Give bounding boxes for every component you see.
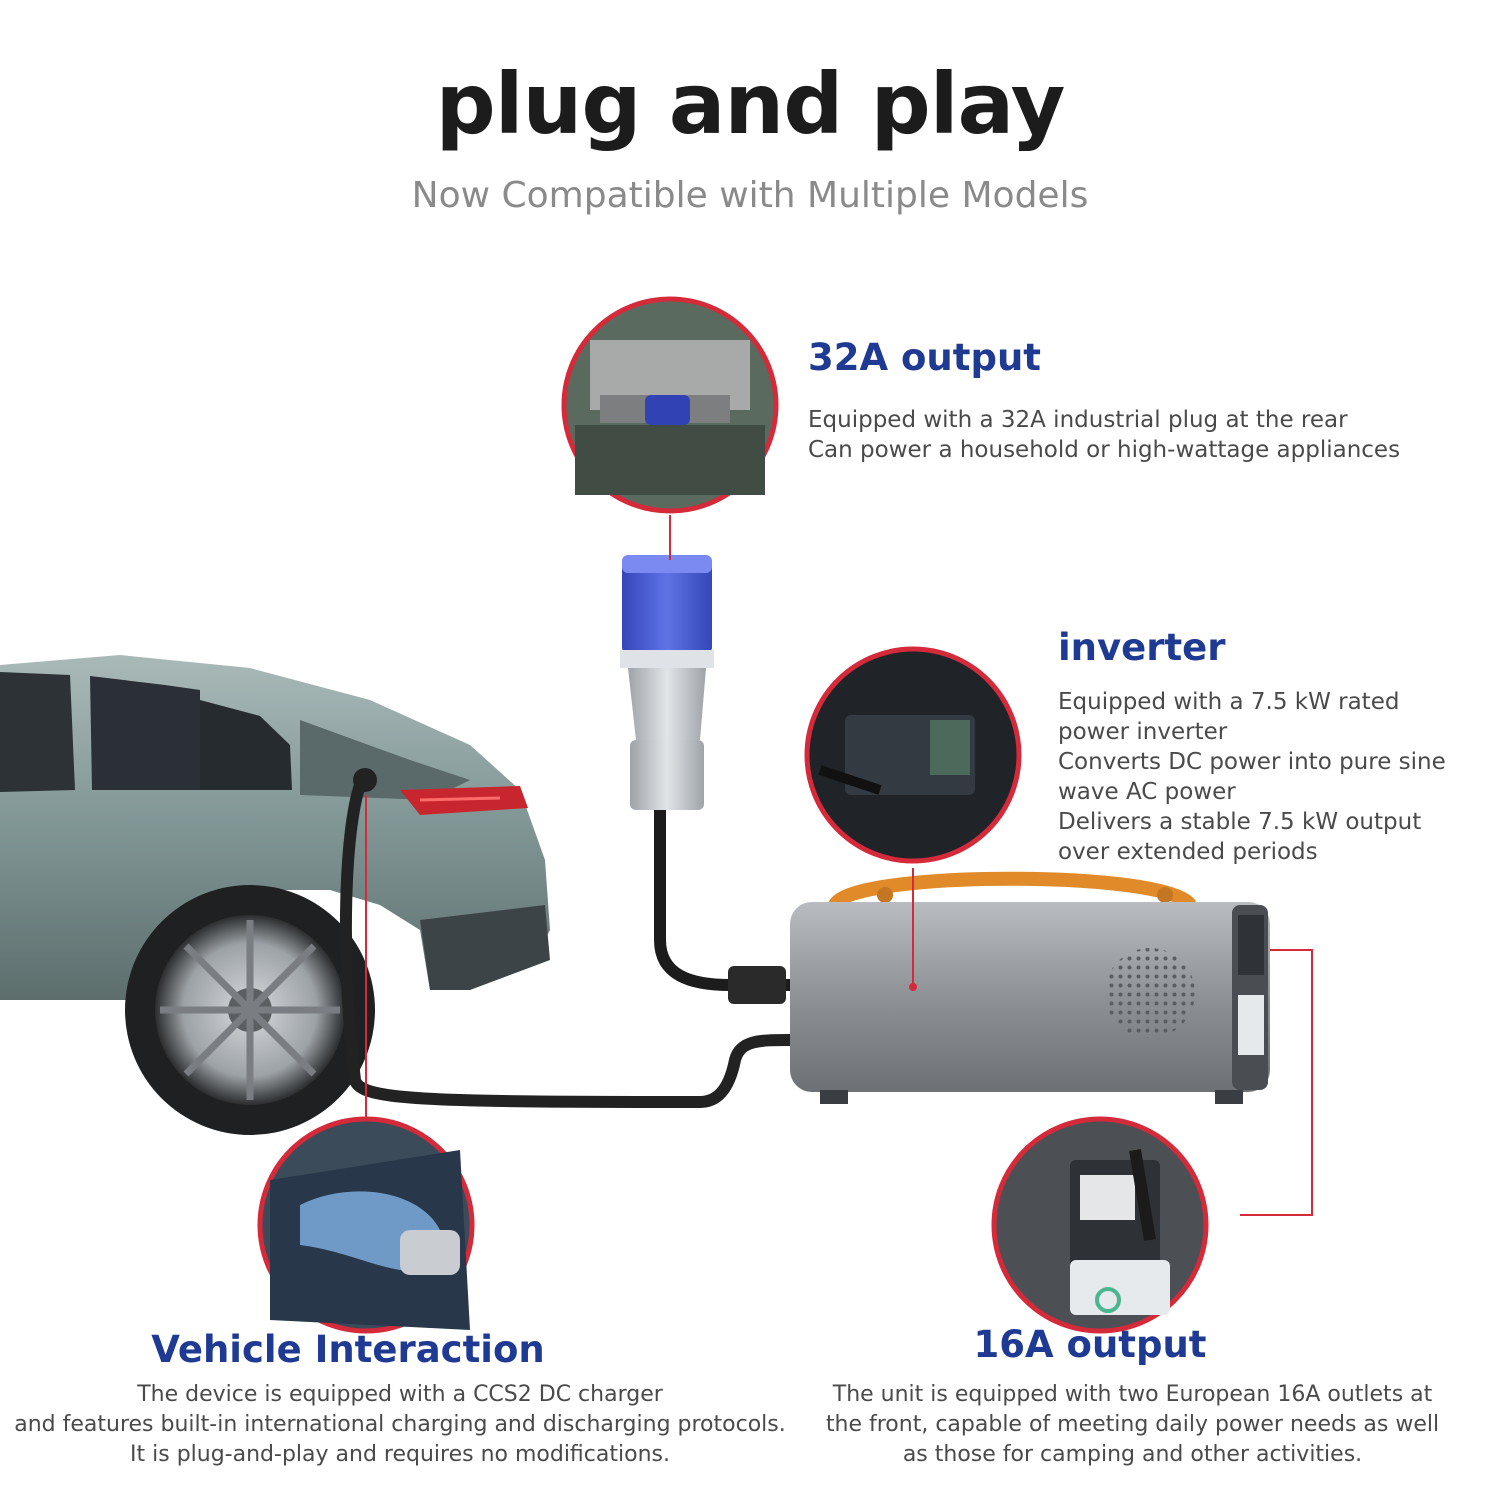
feature-desc-line: The unit is equipped with two European 1…	[832, 1382, 1433, 1407]
feature-desc-line: and features built-in international char…	[14, 1412, 786, 1437]
feature-desc-line: It is plug-and-play and requires no modi…	[130, 1442, 670, 1467]
feature-desc-line: Equipped with a 7.5 kW rated	[1058, 689, 1400, 715]
feature-desc-inverter: Equipped with a 7.5 kW rated power inver…	[1058, 687, 1478, 867]
page-title: plug and play	[435, 55, 1066, 153]
feature-desc-32a-output: Equipped with a 32A industrial plug at t…	[808, 405, 1458, 465]
feature-title-32a-output: 32A output	[808, 336, 1041, 379]
feature-desc-16a-output: The unit is equipped with two European 1…	[800, 1380, 1465, 1470]
feature-title-vehicle-interaction: Vehicle Interaction	[151, 1328, 545, 1371]
feature-desc-line: The device is equipped with a CCS2 DC ch…	[137, 1382, 663, 1407]
feature-desc-line: Delivers a stable 7.5 kW output	[1058, 809, 1422, 835]
feature-desc-line: the front, capable of meeting daily powe…	[825, 1412, 1440, 1437]
feature-title-inverter: inverter	[1058, 626, 1226, 669]
feature-desc-line: Can power a household or high-wattage ap…	[808, 437, 1401, 463]
feature-desc-line: Converts DC power into pure sine	[1058, 749, 1446, 775]
feature-desc-line: wave AC power	[1058, 779, 1236, 805]
inverter-unit-illustration	[790, 871, 1270, 1104]
detail-callout-circle	[257, 296, 1209, 1334]
feature-desc-vehicle-interaction: The device is equipped with a CCS2 DC ch…	[0, 1380, 800, 1470]
ev-car-illustration	[0, 655, 791, 1135]
feature-desc-line: over extended periods	[1058, 839, 1318, 865]
industrial-plug-icon	[620, 555, 790, 1004]
feature-desc-line: power inverter	[1058, 719, 1228, 745]
feature-desc-line: as those for camping and other activitie…	[902, 1442, 1363, 1467]
page-subtitle: Now Compatible with Multiple Models	[411, 175, 1089, 216]
feature-desc-line: Equipped with a 32A industrial plug at t…	[808, 407, 1348, 433]
feature-title-16a-output: 16A output	[973, 1323, 1207, 1366]
callout-connectors	[365, 795, 1313, 1216]
